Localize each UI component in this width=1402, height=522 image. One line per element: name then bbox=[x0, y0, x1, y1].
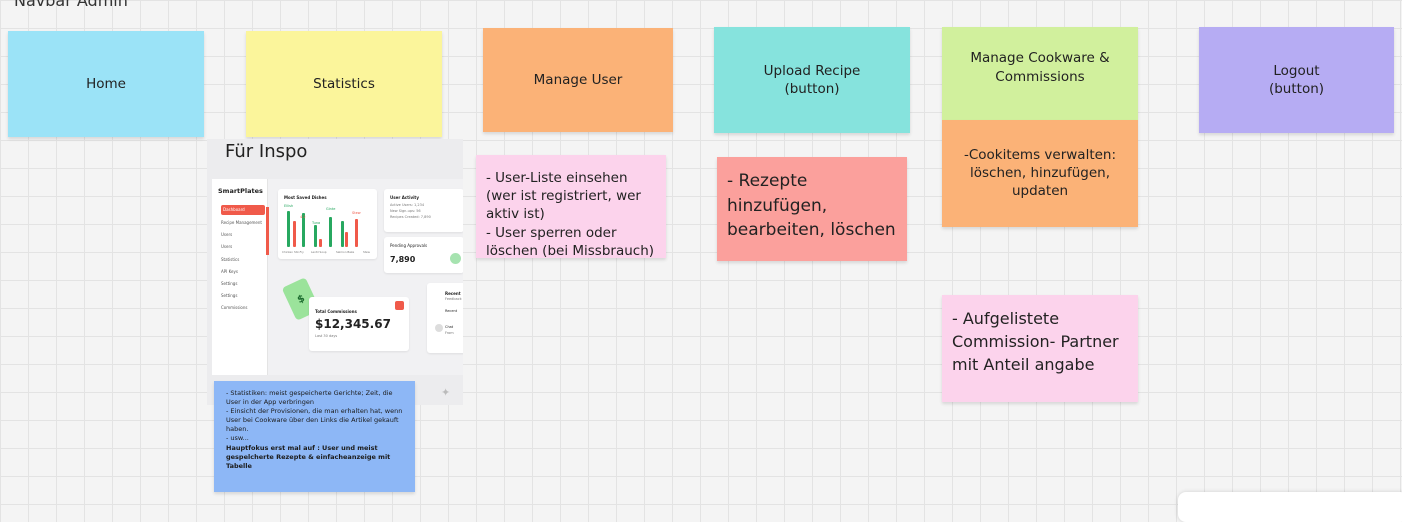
mockup-check-icon bbox=[450, 253, 461, 264]
mockup-saved-label: Stew bbox=[363, 250, 370, 254]
sticky-recipe-details[interactable]: - Rezepte hinzufügen, bearbeiten, lösche… bbox=[717, 157, 907, 261]
mockup-activity-line: New Sign-ups: 56 bbox=[390, 209, 421, 213]
mockup-activity-line: Recipes Created: 7,890 bbox=[390, 215, 431, 219]
mockup-commission-card: Total Commissions $12,345.67 Last 30 day… bbox=[309, 297, 409, 351]
sticky-manage-cookware-sub: Commissions bbox=[995, 68, 1085, 85]
mockup-bar bbox=[319, 239, 322, 247]
sticky-statistics-label: Statistics bbox=[313, 75, 375, 92]
mockup-activity-card: User Activity Active Users: 1,234 New Si… bbox=[384, 189, 463, 232]
sticky-upload-recipe-label: Upload Recipe bbox=[763, 62, 861, 79]
commission-line-1: - Aufgelistete Commission- Partner mit A… bbox=[952, 309, 1119, 375]
mockup-nav-item: API Keys bbox=[221, 268, 238, 274]
mockup-nav-item: Settings bbox=[221, 280, 238, 286]
mockup-bar-value: Stew bbox=[352, 211, 361, 215]
mockup-activity-line: Active Users: 1,234 bbox=[390, 203, 425, 207]
mockup-pending-title: Pending Approvals bbox=[390, 243, 428, 248]
cookitems-line-1: -Cookitems verwalten: bbox=[963, 147, 1117, 163]
mockup-bar-value: Ellish bbox=[284, 204, 294, 208]
mockup-recent-label: Chat bbox=[445, 325, 454, 329]
mockup-commission-value: $12,345.67 bbox=[315, 317, 391, 331]
mockup-commission-sub: Last 30 days bbox=[315, 334, 338, 338]
mockup-accent-bar bbox=[266, 207, 269, 255]
user-details-line-2: - User sperren oder löschen (bei Missbra… bbox=[486, 224, 655, 259]
sparkle-icon: ✦ bbox=[441, 386, 451, 399]
mockup-bar bbox=[329, 217, 332, 247]
sticky-logout-label: Logout bbox=[1273, 62, 1320, 79]
sticky-manage-cookware-label: Manage Cookware & bbox=[970, 50, 1110, 67]
mockup-recent-label: From bbox=[445, 331, 454, 335]
sticky-manage-user[interactable]: Manage User bbox=[483, 28, 673, 132]
board-title: Navbar Admin bbox=[14, 0, 128, 10]
mockup-avatar bbox=[435, 324, 443, 332]
inspo-title: Für Inspo bbox=[225, 141, 308, 162]
sticky-home-label: Home bbox=[86, 75, 126, 92]
stats-note-line: - usw... bbox=[226, 434, 249, 443]
stats-note-line: - Einsicht der Provisionen, die man erha… bbox=[226, 407, 403, 434]
mockup-saved-label: Lentil Soup bbox=[311, 250, 327, 254]
mockup-bar-value: 4.2 bbox=[300, 215, 306, 219]
mockup-nav-item: Commissions bbox=[221, 305, 248, 311]
corner-panel[interactable] bbox=[1178, 492, 1402, 522]
sticky-upload-recipe[interactable]: Upload Recipe (button) bbox=[714, 27, 910, 133]
mockup-bar bbox=[341, 221, 344, 247]
mockup-activity-title: User Activity bbox=[390, 195, 419, 200]
sticky-upload-recipe-sub: (button) bbox=[784, 81, 840, 97]
mockup-recent-card: Recent Feedback Recent Chat From bbox=[427, 283, 463, 353]
mockup-brand: SmartPlates bbox=[218, 187, 263, 195]
sticky-logout-sub: (button) bbox=[1268, 81, 1325, 97]
mockup-pending-value: 7,890 bbox=[390, 255, 416, 264]
mockup-alert-icon bbox=[395, 301, 404, 310]
mockup-bar bbox=[293, 221, 296, 247]
mockup-nav-item: Recipe Management bbox=[221, 220, 262, 225]
mockup-saved-card: Most Saved Dishes Ellish 4.2 Tuna Ginte … bbox=[278, 189, 377, 259]
mockup-bar-value: Ginte bbox=[326, 207, 336, 211]
stats-note-focus: Hauptfokus erst mal auf : User und meist… bbox=[226, 443, 391, 470]
mockup-nav: Dashboard Recipe Management Users Users … bbox=[221, 205, 265, 315]
sticky-manage-cookware[interactable]: Manage Cookware & Commissions bbox=[942, 27, 1138, 120]
recipe-details-line-1: - Rezepte hinzufügen, bearbeiten, lösche… bbox=[727, 171, 896, 241]
mockup-bar bbox=[302, 213, 305, 247]
mockup-commission-title: Total Commissions bbox=[315, 309, 357, 314]
mockup-recent-label: Recent bbox=[445, 309, 458, 313]
mockup-bar bbox=[355, 219, 358, 247]
sticky-cookitems-details[interactable]: -Cookitems verwalten: löschen, hinzufüge… bbox=[942, 120, 1138, 227]
stats-note-line: - Statistiken: meist gespeicherte Gerich… bbox=[226, 389, 393, 407]
mockup-nav-item: Dashboard bbox=[221, 205, 265, 215]
mockup-nav-item: Settings bbox=[221, 293, 238, 299]
mockup-bar bbox=[314, 225, 317, 247]
cookitems-line-3: updaten bbox=[1011, 183, 1069, 200]
sticky-logout[interactable]: Logout (button) bbox=[1199, 27, 1394, 133]
sticky-commission-details[interactable]: - Aufgelistete Commission- Partner mit A… bbox=[942, 295, 1138, 402]
mockup-bar bbox=[287, 211, 290, 247]
user-details-line-1: - User-Liste einsehen (wer ist registrie… bbox=[486, 170, 641, 223]
sticky-statistics[interactable]: Statistics bbox=[246, 31, 442, 137]
sticky-manage-user-label: Manage User bbox=[533, 71, 623, 88]
mockup-saved-title: Most Saved Dishes bbox=[284, 195, 327, 200]
mockup-recent-label: Feedback bbox=[445, 297, 462, 301]
mockup-sidebar: SmartPlates Dashboard Recipe Management … bbox=[212, 179, 268, 375]
sticky-home[interactable]: Home bbox=[8, 31, 204, 137]
mockup-nav-item: Users bbox=[221, 232, 233, 238]
mockup-bar bbox=[345, 232, 348, 247]
mockup-saved-label: Chicken Stir-Fry bbox=[282, 250, 304, 254]
mockup-nav-item: Users bbox=[221, 244, 233, 250]
cookitems-line-2: löschen, hinzufügen, bbox=[969, 165, 1110, 182]
mockup-bar-value: Tuna bbox=[312, 221, 321, 225]
mockup-recent-label: Recent bbox=[445, 291, 461, 296]
sticky-user-details[interactable]: - User-Liste einsehen (wer ist registrie… bbox=[476, 155, 666, 259]
dashboard-mockup-image: SmartPlates Dashboard Recipe Management … bbox=[212, 179, 463, 375]
mockup-nav-item: Statistics bbox=[221, 256, 240, 262]
sticky-statistics-note[interactable]: - Statistiken: meist gespeicherte Gerich… bbox=[214, 381, 415, 492]
mockup-pending-card: Pending Approvals 7,890 bbox=[384, 237, 463, 273]
mockup-saved-label: Salmon Bake bbox=[336, 250, 355, 254]
